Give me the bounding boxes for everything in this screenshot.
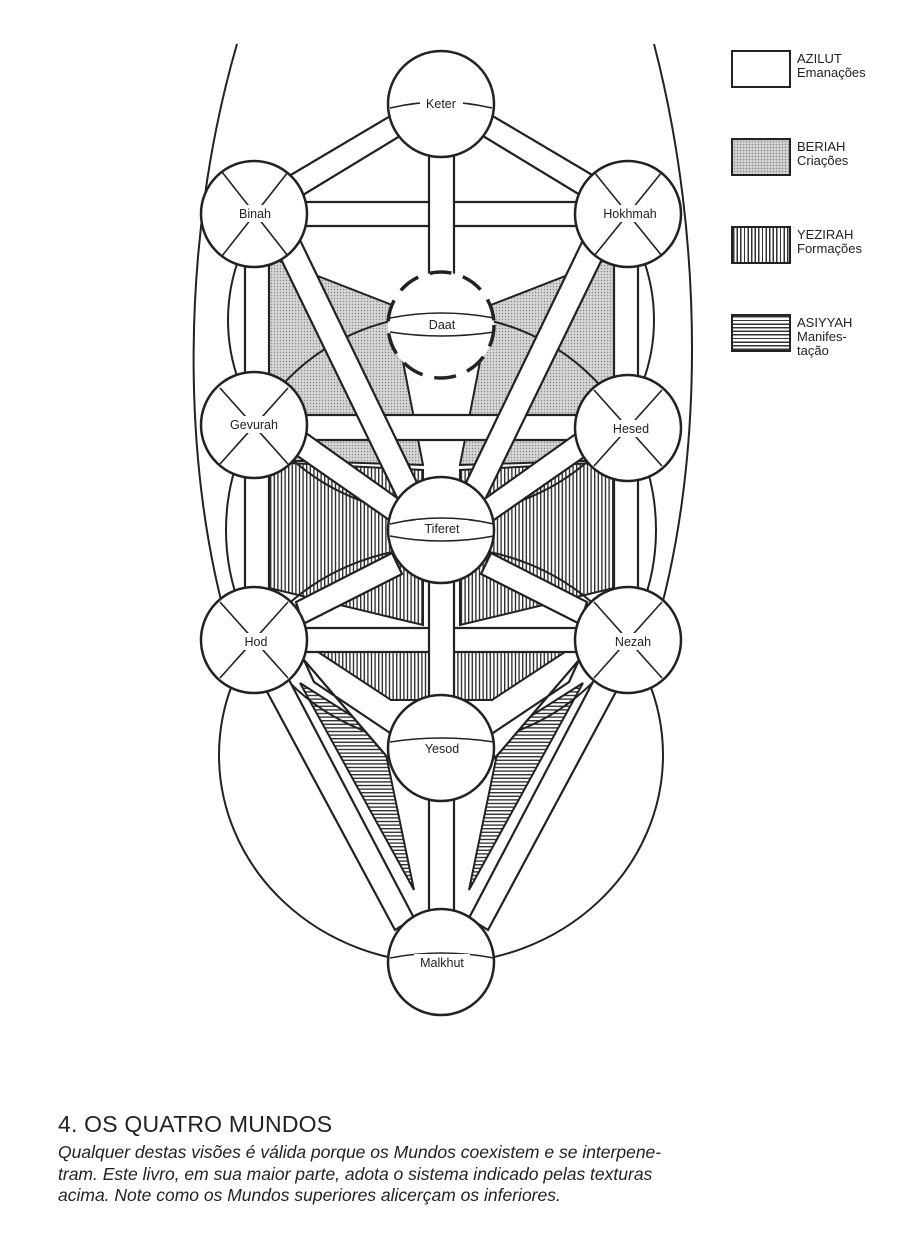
label-text-gevurah: Gevurah	[230, 418, 278, 432]
label-hokhmah: Hokhmah	[599, 205, 659, 222]
legend-item-asiyyah: ASIYYAH Manifes- tação	[731, 314, 896, 402]
label-gevurah: Gevurah	[223, 416, 285, 433]
worlds-legend: AZILUT Emanações BERIAH Criações YEZIRAH…	[731, 50, 896, 402]
legend-text-beriah: BERIAH Criações	[797, 140, 848, 168]
caption-title: 4. OS QUATRO MUNDOS	[58, 1111, 333, 1137]
label-hod: Hod	[240, 633, 272, 650]
legend-line-yezirah-1: Formações	[797, 241, 863, 256]
path-keter-hokhmah	[481, 113, 596, 200]
legend-title-beriah: BERIAH	[797, 139, 846, 154]
legend-item-yezirah: YEZIRAH Formações	[731, 226, 896, 314]
region-asiyyah-right	[468, 682, 584, 891]
path-gevurah-hesed	[298, 413, 585, 442]
path-hokhmah-hesed	[612, 260, 640, 380]
label-daat: Daat	[423, 316, 461, 333]
cross-tiferet-b	[389, 535, 495, 542]
label-yesod: Yesod	[418, 740, 466, 757]
legend-title-asiyyah: ASIYYAH	[797, 315, 853, 330]
path-hesed-nezah	[612, 472, 640, 596]
legend-text-yezirah: YEZIRAH Formações	[797, 228, 862, 256]
legend-swatch-asiyyah	[731, 314, 791, 352]
path-yesod-malkhut	[427, 793, 456, 917]
label-text-malkhut: Malkhut	[420, 956, 464, 970]
caption-body: Qualquer destas visões é válida porque o…	[58, 1142, 858, 1207]
path-keter-binah	[287, 113, 402, 200]
legend-item-beriah: BERIAH Criações	[731, 138, 896, 226]
label-text-hod: Hod	[245, 635, 268, 649]
figure-caption: 4. OS QUATRO MUNDOS Qualquer destas visõ…	[58, 1110, 858, 1207]
legend-title-yezirah: YEZIRAH	[797, 227, 854, 242]
label-keter: Keter	[420, 95, 463, 112]
legend-title-azilut: AZILUT	[797, 51, 842, 66]
label-text-keter: Keter	[426, 97, 456, 111]
label-text-daat: Daat	[429, 318, 456, 332]
path-binah-gevurah	[243, 260, 271, 380]
label-hesed: Hesed	[608, 420, 654, 437]
label-malkhut: Malkhut	[414, 954, 470, 971]
outer-arc-left	[192, 43, 238, 641]
label-text-hokhmah: Hokhmah	[603, 207, 657, 221]
legend-swatch-azilut	[731, 50, 791, 88]
outer-arc-right	[651, 43, 693, 641]
cross-tiferet	[389, 517, 495, 525]
label-binah: Binah	[233, 205, 277, 222]
cross-daat-b	[389, 331, 495, 337]
legend-line-beriah-1: Criações	[797, 153, 849, 168]
path-keter-daat	[427, 148, 456, 277]
legend-line-azilut-1: Emanações	[797, 65, 866, 80]
label-text-tiferet: Tiferet	[425, 522, 460, 536]
sefirot-labels: Keter Hokhmah Binah Daat Hesed Gevurah T…	[223, 95, 659, 971]
path-tiferet-yesod	[427, 573, 456, 702]
legend-text-asiyyah: ASIYYAH Manifes- tação	[797, 316, 852, 358]
caption-line-2: tram. Este livro, em sua maior parte, ad…	[58, 1163, 653, 1184]
label-text-hesed: Hesed	[613, 422, 649, 436]
legend-swatch-yezirah	[731, 226, 791, 264]
label-tiferet: Tiferet	[416, 520, 468, 537]
cross-malkhut	[389, 952, 495, 959]
legend-line-asiyyah-1: Manifes-	[797, 329, 847, 344]
label-text-nezah: Nezah	[615, 635, 651, 649]
cross-yesod	[389, 737, 495, 743]
legend-text-azilut: AZILUT Emanações	[797, 52, 866, 80]
region-asiyyah-left	[299, 682, 415, 891]
label-nezah: Nezah	[609, 633, 657, 650]
label-text-binah: Binah	[239, 207, 271, 221]
path-gevurah-hod	[243, 472, 271, 596]
legend-swatch-beriah	[731, 138, 791, 176]
paths	[243, 113, 640, 932]
legend-line-asiyyah-2: tação	[797, 343, 829, 358]
legend-item-azilut: AZILUT Emanações	[731, 50, 896, 138]
cross-daat	[389, 312, 495, 319]
caption-line-1: Qualquer destas visões é válida porque o…	[58, 1142, 662, 1162]
label-text-yesod: Yesod	[425, 742, 459, 756]
caption-line-3: acima. Note como os Mundos superiores al…	[58, 1185, 561, 1205]
